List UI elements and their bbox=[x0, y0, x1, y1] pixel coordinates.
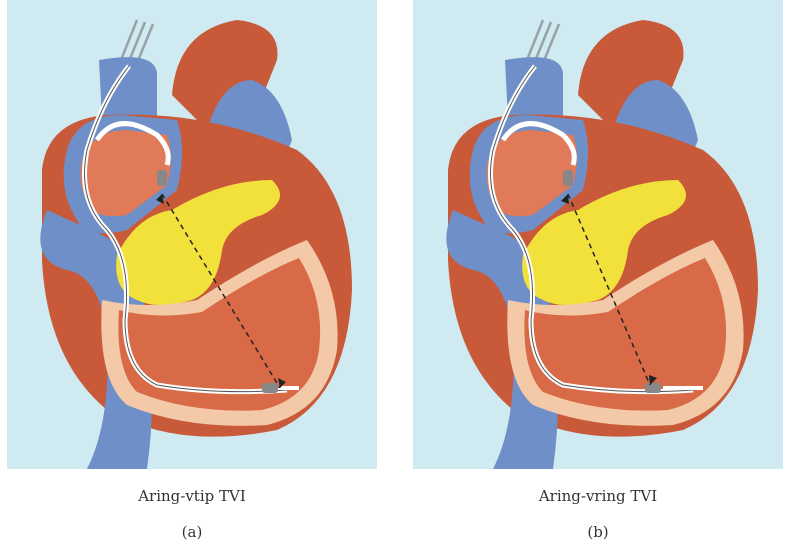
ventricular-ring-electrode bbox=[262, 383, 278, 393]
atrial-ring-electrode bbox=[157, 170, 167, 186]
panel-b-title: Aring-vring TVI bbox=[413, 487, 783, 505]
atrial-ring-electrode bbox=[563, 170, 573, 186]
ventricular-ring-electrode bbox=[645, 383, 661, 393]
panel-a-label: (a) bbox=[7, 523, 377, 541]
panel-b-label: (b) bbox=[413, 523, 783, 541]
panel-a bbox=[7, 0, 377, 469]
heart-illustration-b bbox=[413, 0, 783, 469]
heart-illustration-a bbox=[7, 0, 377, 469]
panel-a-title: Aring-vtip TVI bbox=[7, 487, 377, 505]
panel-b bbox=[413, 0, 783, 469]
